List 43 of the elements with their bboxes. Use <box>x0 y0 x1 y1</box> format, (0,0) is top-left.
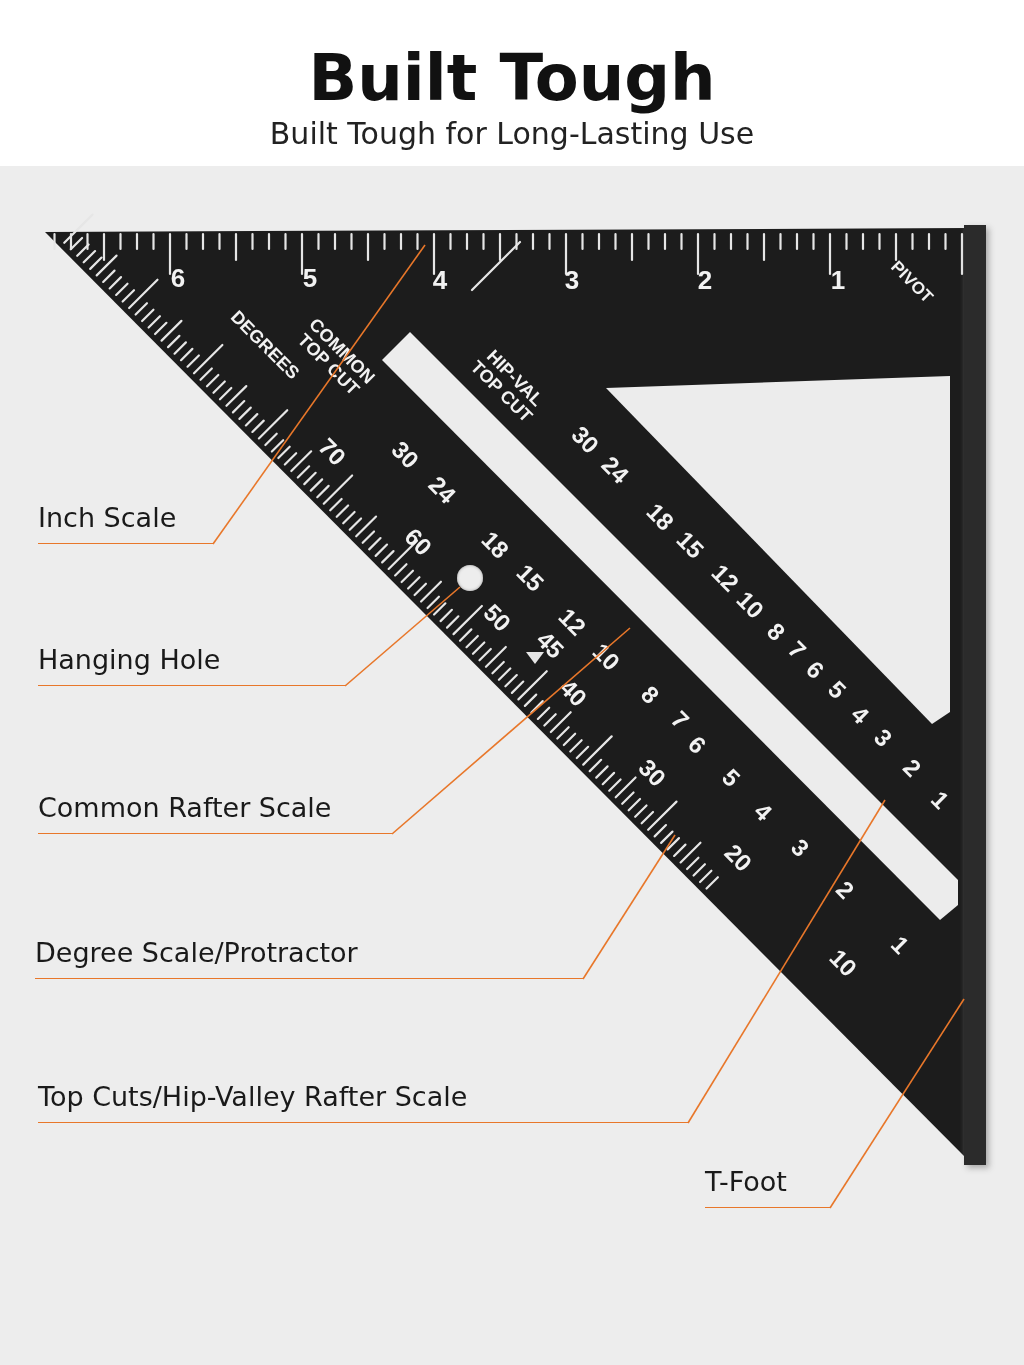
scale-number: 2 <box>898 754 926 782</box>
page-title: Built Tough <box>307 40 717 117</box>
callout-label: T-Foot <box>705 1162 830 1208</box>
callout-label: Common Rafter Scale <box>38 788 392 834</box>
scale-number: 1 <box>830 267 846 293</box>
scale-number: 10 <box>825 945 861 981</box>
scale-number: 5 <box>717 764 745 792</box>
callout-label: Degree Scale/Protractor <box>35 933 583 979</box>
scale-number: 6 <box>683 731 711 759</box>
scale-number: 3 <box>564 267 580 293</box>
scale-number: 18 <box>477 527 513 563</box>
scale-number: 30 <box>634 755 670 791</box>
leader-line <box>829 998 965 1209</box>
callout-label: Hanging Hole <box>38 640 345 686</box>
t-foot-bar <box>964 225 986 1165</box>
leader-line <box>391 627 631 835</box>
scale-number: 24 <box>424 472 460 508</box>
scale-number: 50 <box>479 600 515 636</box>
scale-number: 2 <box>697 267 713 293</box>
scale-number: 20 <box>720 840 756 876</box>
scale-number: 8 <box>636 681 664 709</box>
scale-number: 6 <box>170 265 186 291</box>
callout-label: Top Cuts/Hip-Valley Rafter Scale <box>38 1077 688 1123</box>
scale-number: 10 <box>588 639 624 675</box>
scale-number: 30 <box>387 437 423 473</box>
leader-line <box>344 586 461 687</box>
scale-number: 70 <box>314 434 350 470</box>
scale-number: 40 <box>555 675 591 711</box>
scale-number: 7 <box>666 706 694 734</box>
scale-number: 1 <box>926 786 954 814</box>
scale-number: 4 <box>749 798 777 826</box>
leader-line <box>212 244 426 545</box>
page-subtitle: Built Tough for Long-Lasting Use <box>268 115 756 153</box>
leader-line <box>687 799 886 1124</box>
scale-number: 3 <box>786 834 814 862</box>
leader-line <box>582 834 676 980</box>
scale-number: 4 <box>432 267 448 293</box>
scale-number: 2 <box>831 876 859 904</box>
scale-number: 5 <box>302 265 318 291</box>
scale-number: 1 <box>886 931 914 959</box>
callout-label: Inch Scale <box>38 498 213 544</box>
scale-number: 60 <box>400 524 436 560</box>
scale-number: 15 <box>512 560 548 596</box>
